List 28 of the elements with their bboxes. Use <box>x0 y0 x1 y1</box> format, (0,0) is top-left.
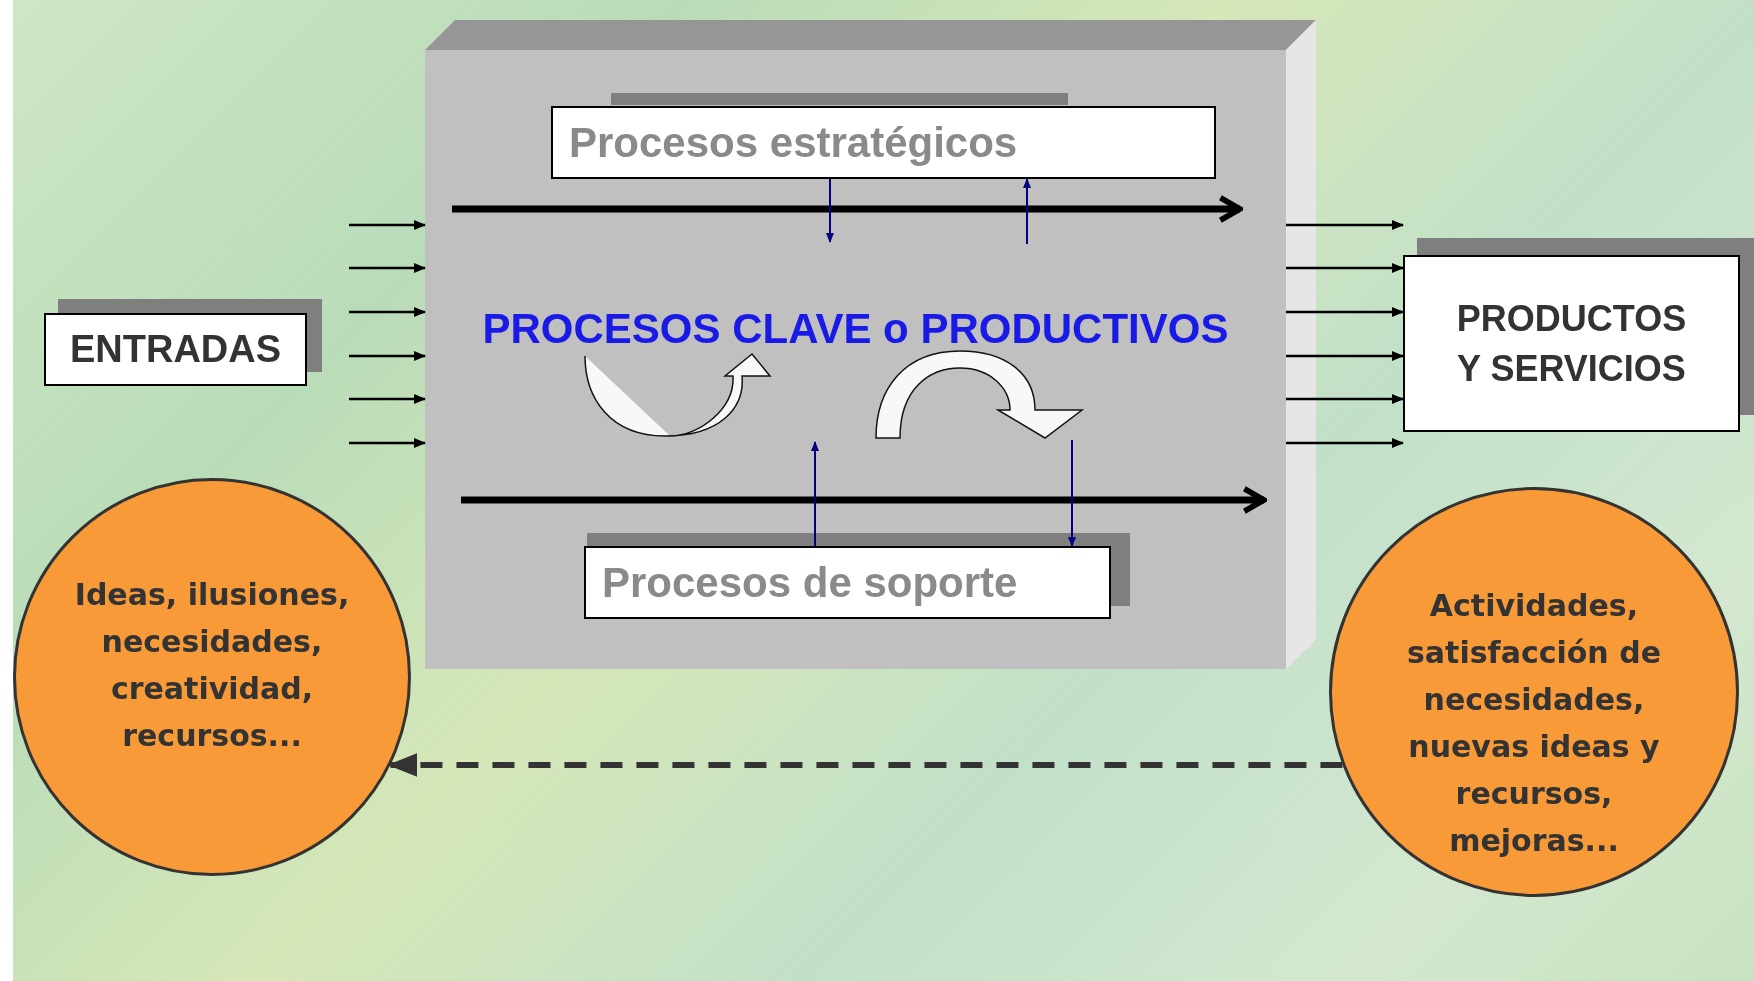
arrow <box>1286 263 1405 273</box>
arrow <box>349 438 427 448</box>
arrow <box>1023 178 1031 245</box>
box-label: PRODUCTOS Y SERVICIOS <box>1455 296 1688 391</box>
process-box <box>551 106 1216 179</box>
arrow <box>1286 394 1405 404</box>
arrow <box>1286 220 1405 230</box>
arrow <box>349 263 427 273</box>
arrow <box>1286 351 1405 361</box>
arrow <box>811 441 819 547</box>
arrow <box>1286 438 1405 448</box>
input-box <box>44 313 307 386</box>
box-label: ENTRADAS <box>69 327 282 372</box>
dashed-feedback-arrow <box>387 753 1343 777</box>
process-box <box>584 546 1111 619</box>
arrow <box>349 307 427 317</box>
arrow <box>1068 439 1076 547</box>
output-box <box>1403 255 1740 432</box>
arrow <box>349 394 427 404</box>
arrow <box>349 351 427 361</box>
process-title: Procesos de soporte <box>602 561 1018 604</box>
arrow <box>349 220 427 230</box>
process-title: Procesos estratégicos <box>569 121 1018 164</box>
arrow <box>826 178 834 243</box>
panel-heading: PROCESOS CLAVE o PRODUCTIVOS <box>482 308 1229 350</box>
circle-text: Ideas, ilusiones, necesidades, creatividad, recursos... <box>73 576 351 755</box>
arrow <box>1286 307 1405 317</box>
circle-text: Actividades, satisfacción de necesidades, nuevas ideas y recursos, mejoras... <box>1406 587 1662 860</box>
